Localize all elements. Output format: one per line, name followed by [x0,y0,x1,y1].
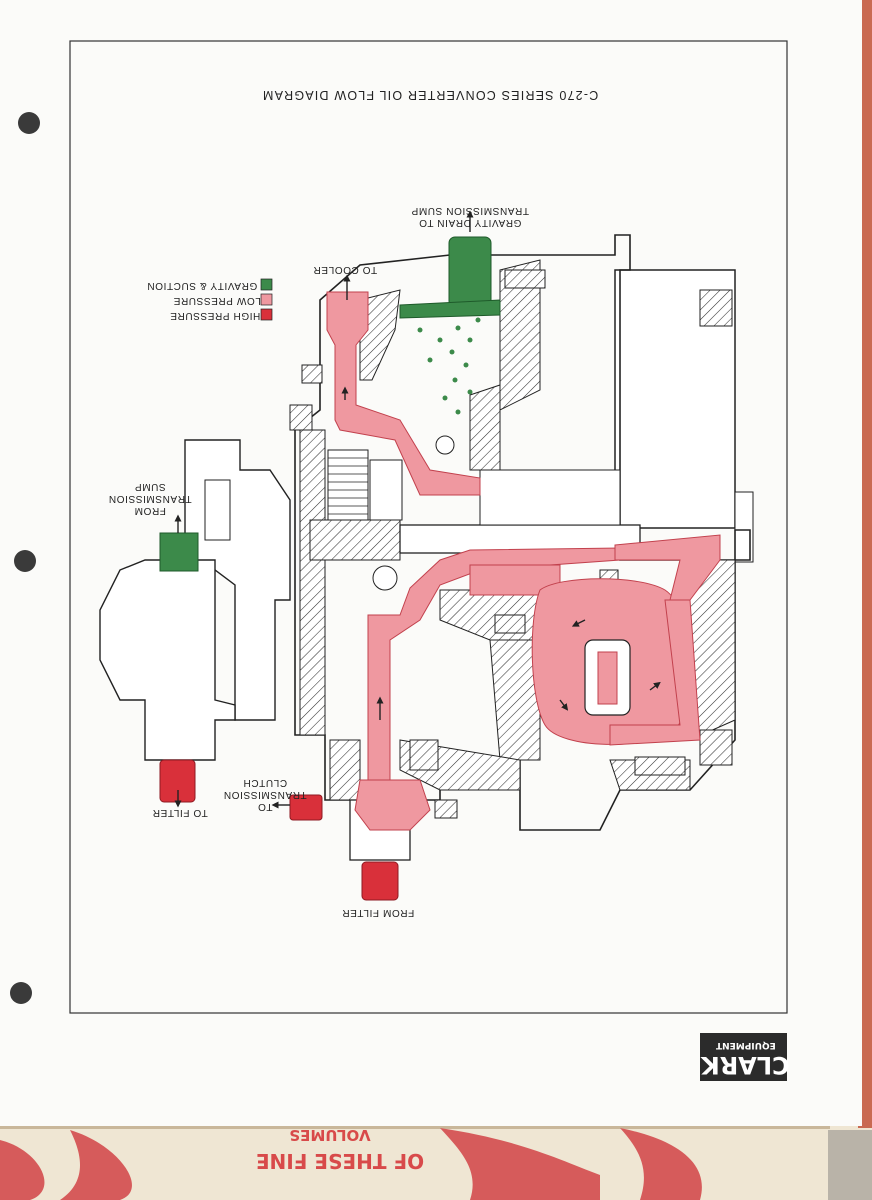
magazine-strip: OF THESE FINE VOLUMES [0,1125,872,1200]
label-to-filter: TO FILTER [152,807,208,818]
diagram-title: C-270 SERIES CONVERTER OIL FLOW DIAGRAM [262,88,598,102]
magazine-text-line1: OF THESE FINE [256,1149,424,1173]
legend: GRAVITY & SUCTION LOW PRESSURE HIGH PRES… [147,278,273,321]
figure-frame [69,40,788,1014]
label-from-filter: FROM FILTER [342,907,415,918]
low-pressure-passages [326,291,721,831]
label-from-sump-line3: SUMP [134,481,165,492]
label-gravity-drain-line2: TRANSMISSION SUMP [411,205,529,216]
legend-swatch-high-pressure [260,308,273,321]
punch-hole-middle [14,550,36,572]
gravity-drip-drops [417,317,481,415]
legend-swatch-low-pressure [260,293,273,306]
punch-hole-top [18,112,40,134]
legend-label-high-pressure: HIGH PRESSURE [170,310,261,321]
label-to-clutch-line2: TRANSMISSION [223,789,306,800]
legend-swatch-gravity [260,278,273,291]
label-from-sump-line1: FROM [134,505,166,516]
label-to-cooler: TO COOLER [313,264,377,275]
torus-core-inner [597,651,618,705]
label-to-clutch-line3: CLUTCH [243,777,287,788]
gravity-passages [159,236,501,572]
magazine-text-line2: VOLUMES [289,1126,370,1144]
logo-line2: EQUIPMENT [715,1040,776,1050]
label-to-clutch-line1: TO [258,801,273,812]
flow-arrows [174,210,661,809]
converter-cross-section [99,234,754,861]
clark-equipment-logo: EQUIPMENT CLARK [700,1033,790,1081]
legend-label-low-pressure: LOW PRESSURE [173,295,261,306]
logo-line1: CLARK [700,1051,790,1079]
label-from-sump-line2: TRANSMISSION [108,493,191,504]
punch-hole-bottom [10,982,32,1004]
label-gravity-drain-line1: GRAVITY DRAIN TO [419,217,522,228]
legend-label-gravity: GRAVITY & SUCTION [147,280,257,291]
